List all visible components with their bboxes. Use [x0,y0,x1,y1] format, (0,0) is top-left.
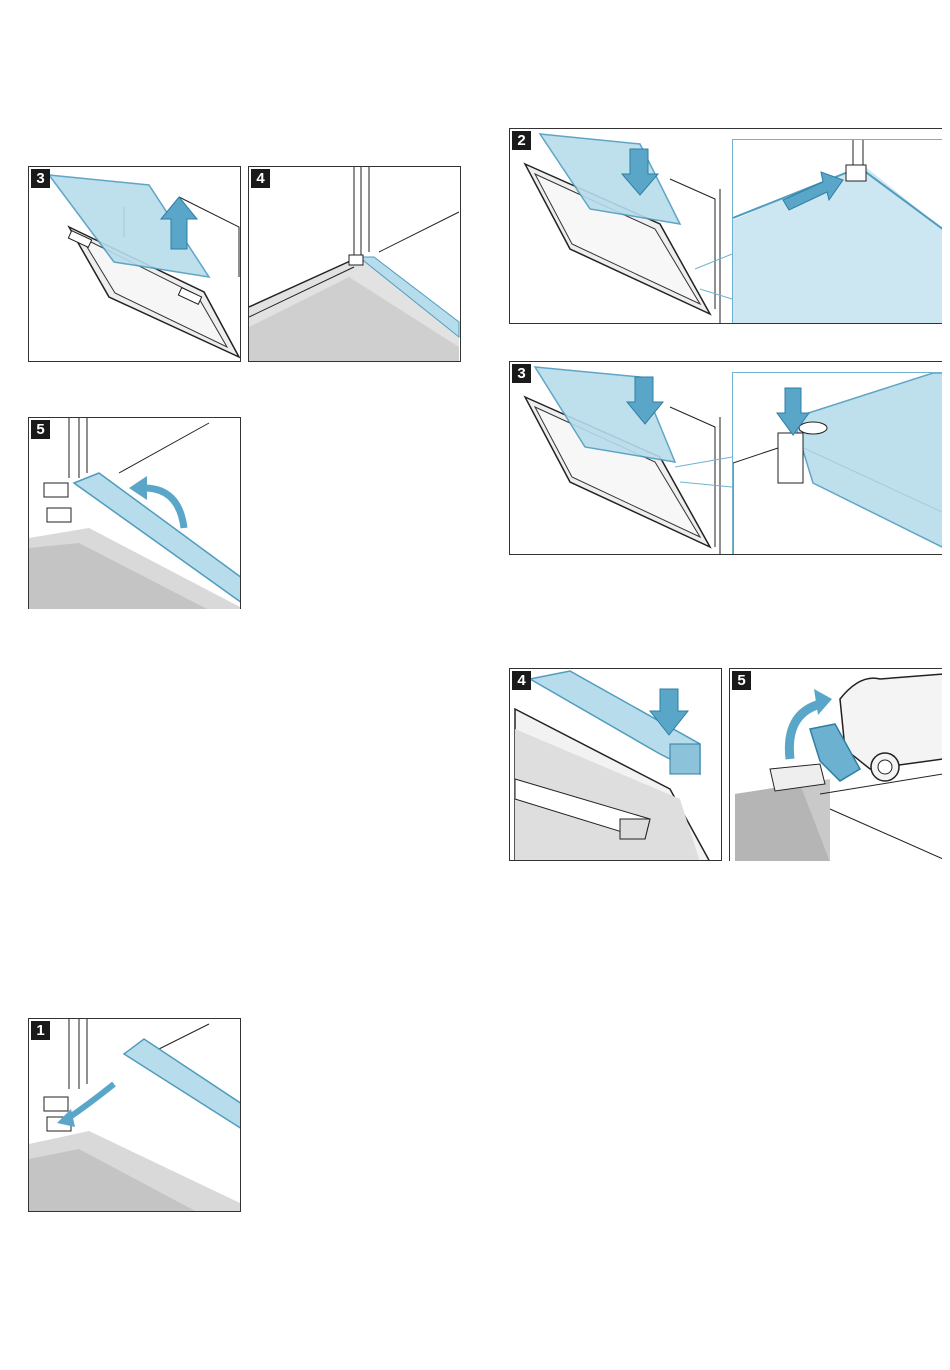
figure-remove-glass: 3 [28,166,241,362]
figure-flip-strip: 5 [28,417,241,609]
step-number-badge: 2 [512,131,531,150]
step-number-badge: 3 [512,364,531,383]
detail-inset [732,372,942,555]
illustration-hinge-lever [730,669,942,861]
figure-seat-glass: 3 [509,361,942,555]
step-number-badge: 3 [31,169,50,188]
figure-insert-glass: 2 [509,128,942,324]
detail-inset [732,139,942,324]
step-number-badge: 5 [31,420,50,439]
illustration-remove-glass [29,167,241,362]
step-number-badge: 1 [31,1021,50,1040]
figure-hinge-lever: 5 [729,668,942,861]
illustration-flip-strip [29,418,241,609]
illustration-press-cover [510,669,722,861]
step-number-badge: 4 [512,671,531,690]
illustration-attach-strip [29,1019,241,1212]
figure-press-cover: 4 [509,668,722,861]
figure-corner-clip: 4 [248,166,461,362]
illustration-corner-clip [249,167,461,362]
figure-attach-strip: 1 [28,1018,241,1212]
step-number-badge: 4 [251,169,270,188]
step-number-badge: 5 [732,671,751,690]
